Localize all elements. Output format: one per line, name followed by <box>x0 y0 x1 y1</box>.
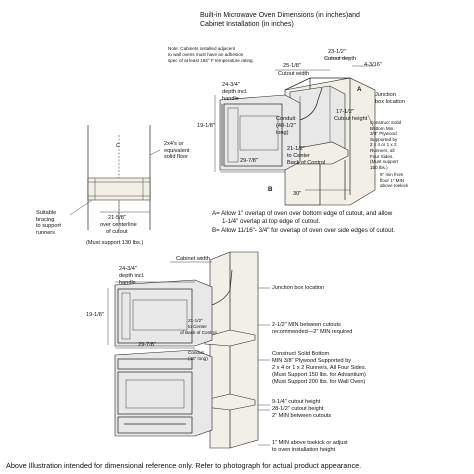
top-center-value: 21-1/2" <box>287 146 305 152</box>
bottom-toekick-2: to oven installation height <box>272 447 336 453</box>
top-center-label: to Center <box>287 153 311 159</box>
top-label-a: A <box>357 86 362 93</box>
top-depth-value: 24-3/4" <box>222 82 240 88</box>
adhesion-note-3: spec of at least 194° F temperature rati… <box>168 58 254 63</box>
bottom-min-between-1: 2-1/2" MIN between cutouts <box>272 322 341 328</box>
bottom-toekick-1: 1" MIN above toekick or adjust <box>272 440 348 446</box>
top-junction-label: Junction <box>375 92 396 98</box>
title-line-2: Cabinet Installation (in inches) <box>200 21 294 28</box>
bottom-depth-label: depth incl. <box>119 273 145 279</box>
bottom-construct-1: Construct Solid Bottom <box>272 351 330 357</box>
top-30-value: 30" <box>293 191 302 197</box>
cutout-width-label: Cutout width <box>278 71 310 77</box>
allow-note-a-1: A= Allow 1" overlap of oven over bottom … <box>212 210 393 217</box>
bottom-construct-2: MIN 3/8" Plywood Supported by <box>272 358 352 364</box>
adhesion-note-2: to wall ovens must have an adhesion <box>168 52 244 57</box>
cutout-width-value: 25-1/8" <box>283 63 301 69</box>
bottom-center-value: 21-1/2" <box>188 318 203 323</box>
top-width-value: 29-7/8" <box>240 158 258 164</box>
allow-note-a-2: 1-1/4" overlap at top edge of cutout. <box>222 218 321 225</box>
bottom-handle-label: handle <box>119 280 136 286</box>
cutout-depth-value: 23-1/2" <box>328 49 346 55</box>
side-bracing-label: Suitable bracing to support runners <box>36 210 61 237</box>
bottom-height-value: 19-1/8" <box>86 312 104 318</box>
bottom-microwave-body <box>114 279 213 347</box>
bottom-wall-oven-body <box>114 349 213 437</box>
bottom-width-value: 29-7/8" <box>138 342 156 348</box>
bottom-depth-value: 24-3/4" <box>119 266 137 272</box>
bottom-cabinet-width: Cabinet width <box>176 256 210 262</box>
top-label-b: B <box>268 186 273 193</box>
side-over-centerline: over centerline <box>100 222 137 228</box>
cutout-depth-label: Cutout depth <box>324 56 357 62</box>
side-centerline-mark: C <box>116 143 121 149</box>
side-must-support: (Must support 130 lbs.) <box>86 240 144 246</box>
top-cutout-height-label: Cutout height <box>334 116 368 122</box>
bottom-conduit-length: (46" long) <box>188 356 208 361</box>
bottom-construct-3: 2 x 4 or 1 x 2 Runners, All Four Sides. <box>272 365 367 371</box>
bottom-junction-label: Junction box location <box>272 285 325 291</box>
bottom-center-label: to Center <box>188 324 207 329</box>
adhesion-note-1: Note: Cabinets installed adjacent <box>168 46 236 51</box>
bottom-min-between-2: 2" MIN between cutouts <box>272 413 332 419</box>
bottom-conduit-label: Conduit <box>188 350 204 355</box>
top-oven-body <box>219 94 301 171</box>
top-construct-note: Construct Solid Bottom Min. 3/8" Plywood… <box>370 120 402 170</box>
bottom-cabinet-body <box>209 251 259 449</box>
bottom-cutout-height-2: 28-1/2" cutout height <box>272 406 324 412</box>
allow-note-b: B= Allow 11/16"- 3/4" for overlap of ove… <box>212 227 395 234</box>
title-line-1: Built-in Microwave Oven Dimensions (in i… <box>200 12 360 19</box>
top-cutout-height-value: 17-1/2" <box>336 109 354 115</box>
bottom-back-control: of Back of Control <box>180 330 217 335</box>
side-dim-value: 21-5/8" <box>108 215 126 221</box>
side-runner-diagram <box>69 125 161 230</box>
bottom-construct-4: (Must Support 150 lbs. for Advantium) <box>272 372 366 378</box>
top-depth-label: depth incl. <box>222 89 248 95</box>
side-of-cutout: of cutout <box>106 229 128 235</box>
footer-disclaimer: Above Illustration intended for dimensio… <box>6 461 362 470</box>
side-2x4-label: 2x4's or equivalent solid floor <box>164 141 190 161</box>
top-back-control: Back of Control <box>287 160 326 166</box>
top-box-location-label: box location <box>375 99 405 105</box>
top-conduit-length: (48-1/2" <box>276 123 296 129</box>
top-conduit-label: Conduit <box>276 116 296 122</box>
top-handle-label: handle <box>222 96 239 102</box>
bottom-recommended-1: recommended—2" MIN required <box>272 329 353 335</box>
dim-4-3-16: 4-3/16" <box>364 62 382 68</box>
top-height-value: 19-1/8" <box>197 123 215 129</box>
bottom-construct-5: (Must Support 200 lbs. for Wall Oven) <box>272 379 366 385</box>
bottom-cutout-height-1: 9-1/4" cutout height <box>272 399 321 405</box>
top-min-note: 5" min from floor 1" MIN above toekick <box>380 172 409 189</box>
top-conduit-long: long) <box>276 130 289 136</box>
bottom-cabinet-diagram <box>107 251 270 449</box>
top-cabinet-diagram <box>214 57 376 206</box>
